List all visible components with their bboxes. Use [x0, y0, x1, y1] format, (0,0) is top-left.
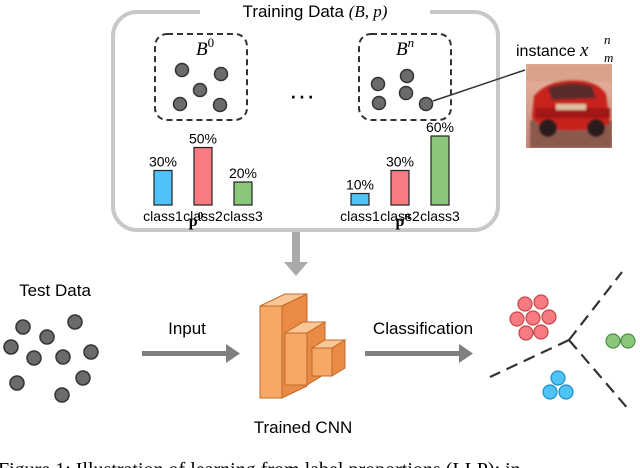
test-instance-dot [67, 314, 83, 330]
bar-class-label: class3 [420, 208, 460, 224]
instance-dot [398, 85, 414, 101]
ellipsis: ··· [289, 80, 315, 110]
instance-dot [213, 66, 229, 82]
test-instance-dot [9, 375, 25, 391]
bar-class-label: class3 [223, 208, 263, 224]
training-data-title: Training Data (B, p) [243, 2, 388, 21]
bar-percent-label: 30% [386, 154, 414, 170]
instance-label: instance x [516, 40, 589, 61]
bag-b0-label: B0 [196, 35, 214, 60]
bar [193, 146, 213, 206]
classification-label: Classification [373, 319, 473, 338]
bar [350, 192, 370, 206]
input-label: Input [168, 319, 206, 338]
vector-p0-label: p0 [189, 210, 204, 230]
bag-b0-instances [172, 62, 229, 113]
input-arrow [142, 344, 240, 363]
bag-bn-box [358, 33, 452, 121]
bag-bn-instances [370, 68, 434, 112]
car-image [526, 64, 612, 148]
instance-dot [174, 62, 190, 78]
bag-b0-box [154, 33, 248, 121]
test-instance-dot [15, 319, 31, 335]
instance-sub: m [604, 50, 613, 65]
test-instance-dot [54, 387, 70, 403]
training-to-cnn-arrow [284, 232, 308, 276]
bar-percent-label: 20% [229, 165, 257, 181]
bar-class-label: class1 [143, 208, 183, 224]
bar-percent-label: 60% [426, 119, 454, 135]
test-instance-dot [26, 350, 42, 366]
instance-dot [399, 68, 415, 84]
test-instance-dot [55, 349, 71, 365]
instance-dot [371, 95, 387, 111]
bar [153, 169, 173, 206]
instance-dot [172, 96, 188, 112]
instance-pointer-line [432, 69, 526, 102]
classification-arrow [365, 344, 473, 363]
bar-percent-label: 10% [346, 177, 374, 193]
test-instance-dot [39, 329, 55, 345]
test-data-label: Test Data [19, 281, 91, 300]
instance-dot [370, 76, 386, 92]
test-instance-dot [83, 344, 99, 360]
bar-chart-bn: 10% class1 30% class2 60% class3 [340, 119, 460, 224]
cnn-icon [259, 293, 347, 399]
bar-chart-b0: 30% class1 50% class2 20% class3 [143, 131, 263, 225]
bar-class-label: class1 [340, 208, 380, 224]
cnn-label: Trained CNN [254, 418, 353, 437]
bar-class-label: class2 [380, 208, 420, 224]
test-instance-dot [3, 339, 19, 355]
bar [430, 135, 450, 206]
instance-dot [212, 97, 228, 113]
instance-dot [418, 96, 434, 112]
bar-class-label: class2 [183, 208, 223, 224]
bar-percent-label: 50% [189, 131, 217, 147]
cluster-class3 [605, 333, 636, 349]
bar [390, 169, 410, 206]
test-instance-dot [75, 370, 91, 386]
bar [233, 181, 253, 206]
cluster-class2 [509, 294, 557, 341]
cluster-class1 [542, 370, 574, 400]
bag-bn-label: Bn [396, 35, 414, 60]
vector-pn-label: pn [395, 210, 410, 230]
instance-sup: n [604, 32, 611, 47]
decision-boundaries [489, 271, 630, 411]
instance-dot [192, 82, 208, 98]
bar-percent-label: 30% [149, 154, 177, 170]
figure-caption: Figure 1: Illustration of learning from … [0, 459, 521, 468]
test-data-instances [3, 314, 99, 403]
